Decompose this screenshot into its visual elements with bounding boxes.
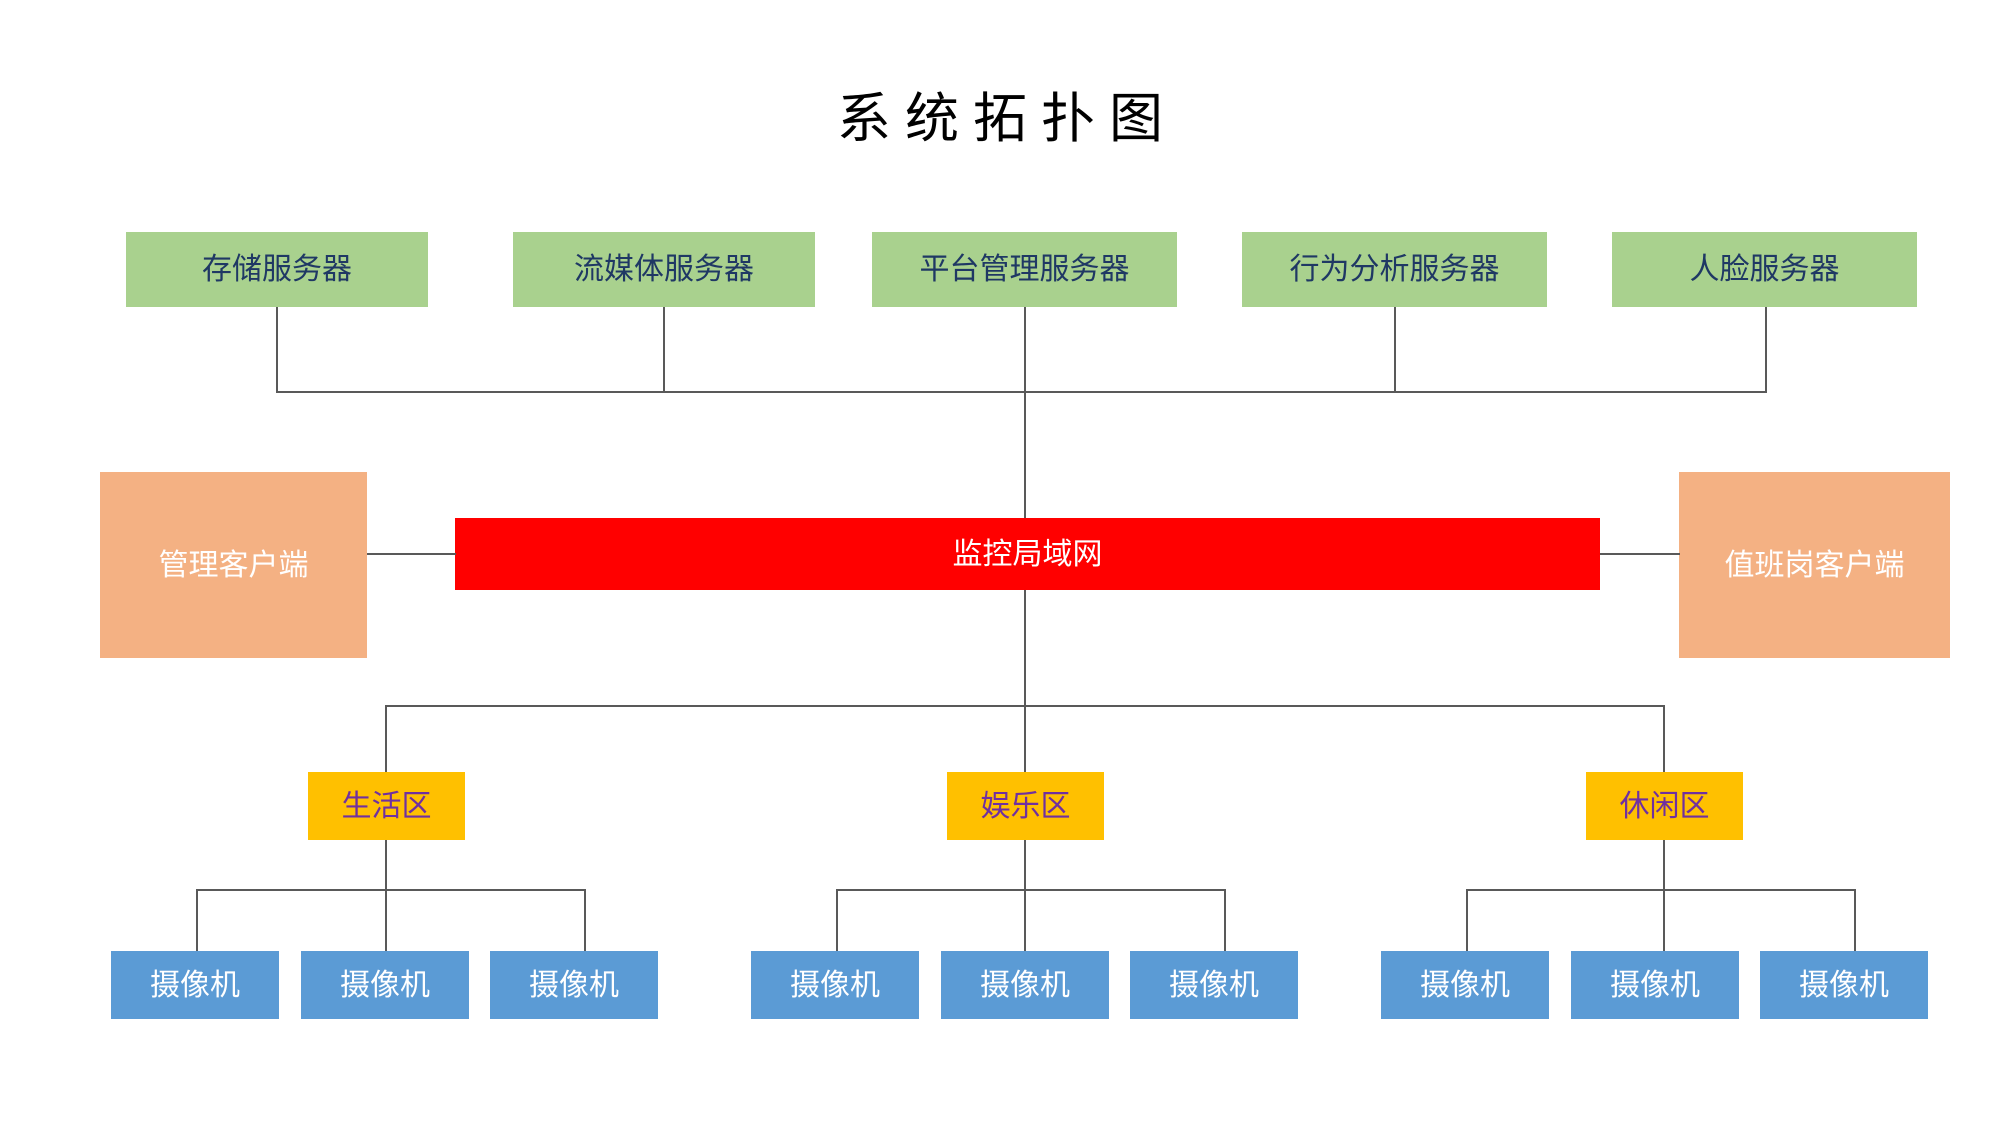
client-label: 值班岗客户端	[1724, 547, 1905, 583]
connector-zone-bus-to-leisure-area	[1663, 705, 1665, 773]
client-node-management[interactable]: 管理客户端	[100, 472, 367, 658]
connector-living-camera-1	[196, 889, 198, 952]
camera-label: 摄像机	[1169, 967, 1259, 1003]
connector-storage-to-bus	[276, 307, 278, 392]
camera-label: 摄像机	[1799, 967, 1889, 1003]
connector-leisure-camera-1	[1466, 889, 1468, 952]
server-node-face-recognition[interactable]: 人脸服务器	[1612, 232, 1917, 307]
camera-node[interactable]: 摄像机	[941, 951, 1109, 1019]
server-bus-line	[276, 391, 1767, 393]
camera-label: 摄像机	[340, 967, 430, 1003]
server-node-streaming[interactable]: 流媒体服务器	[513, 232, 815, 307]
zone-label: 娱乐区	[980, 788, 1071, 824]
connector-streaming-to-bus	[663, 307, 665, 392]
camera-label: 摄像机	[790, 967, 880, 1003]
client-label: 管理客户端	[158, 547, 309, 583]
camera-label: 摄像机	[529, 967, 619, 1003]
connector-entertainment-camera-3	[1224, 889, 1226, 952]
connector-lan-to-zone-bus	[1024, 590, 1026, 706]
zone-label: 休闲区	[1619, 788, 1710, 824]
network-node-surveillance-lan[interactable]: 监控局域网	[455, 518, 1600, 590]
connector-server-bus-to-lan	[1024, 391, 1026, 523]
server-node-storage[interactable]: 存储服务器	[126, 232, 428, 307]
connector-duty-client-to-lan	[1600, 553, 1680, 555]
server-label: 平台管理服务器	[919, 252, 1130, 287]
connector-zone-bus-to-entertainment-area	[1024, 705, 1026, 773]
camera-node[interactable]: 摄像机	[1130, 951, 1298, 1019]
connector-entertainment-camera-1	[836, 889, 838, 952]
camera-node[interactable]: 摄像机	[111, 951, 279, 1019]
connector-behavior-to-bus	[1394, 307, 1396, 392]
server-label: 行为分析服务器	[1289, 252, 1500, 287]
camera-label: 摄像机	[980, 967, 1070, 1003]
server-label: 流媒体服务器	[574, 252, 754, 287]
camera-label: 摄像机	[150, 967, 240, 1003]
camera-node[interactable]: 摄像机	[301, 951, 469, 1019]
zone-node-entertainment-area[interactable]: 娱乐区	[947, 772, 1104, 840]
camera-node[interactable]: 摄像机	[751, 951, 919, 1019]
connector-entertainment-area-trunk	[1024, 840, 1026, 890]
connector-leisure-camera-2	[1663, 889, 1665, 952]
connector-living-area-trunk	[385, 840, 387, 890]
network-label: 监控局域网	[952, 536, 1103, 572]
camera-node[interactable]: 摄像机	[490, 951, 658, 1019]
camera-node[interactable]: 摄像机	[1760, 951, 1928, 1019]
server-node-platform-management[interactable]: 平台管理服务器	[872, 232, 1177, 307]
connector-leisure-camera-3	[1854, 889, 1856, 952]
connector-living-camera-2	[385, 889, 387, 952]
camera-label: 摄像机	[1610, 967, 1700, 1003]
zone-label: 生活区	[341, 788, 432, 824]
connector-management-client-to-lan	[367, 553, 456, 555]
connector-platform-to-bus	[1024, 307, 1026, 392]
camera-label: 摄像机	[1420, 967, 1510, 1003]
connector-face-to-bus	[1765, 307, 1767, 392]
connector-zone-bus-to-living-area	[385, 705, 387, 773]
server-label: 存储服务器	[202, 252, 352, 287]
page-title: 系统拓扑图	[837, 87, 1177, 150]
connector-leisure-area-trunk	[1663, 840, 1665, 890]
connector-entertainment-camera-2	[1024, 889, 1026, 952]
client-node-duty-station[interactable]: 值班岗客户端	[1679, 472, 1950, 658]
connector-living-camera-3	[584, 889, 586, 952]
zone-node-leisure-area[interactable]: 休闲区	[1586, 772, 1743, 840]
server-label: 人脸服务器	[1689, 252, 1840, 287]
zone-node-living-area[interactable]: 生活区	[308, 772, 465, 840]
camera-bus-leisure-area	[1466, 889, 1856, 891]
server-node-behavior-analysis[interactable]: 行为分析服务器	[1242, 232, 1547, 307]
camera-bus-living-area	[196, 889, 586, 891]
camera-bus-entertainment-area	[836, 889, 1226, 891]
camera-node[interactable]: 摄像机	[1571, 951, 1739, 1019]
camera-node[interactable]: 摄像机	[1381, 951, 1549, 1019]
